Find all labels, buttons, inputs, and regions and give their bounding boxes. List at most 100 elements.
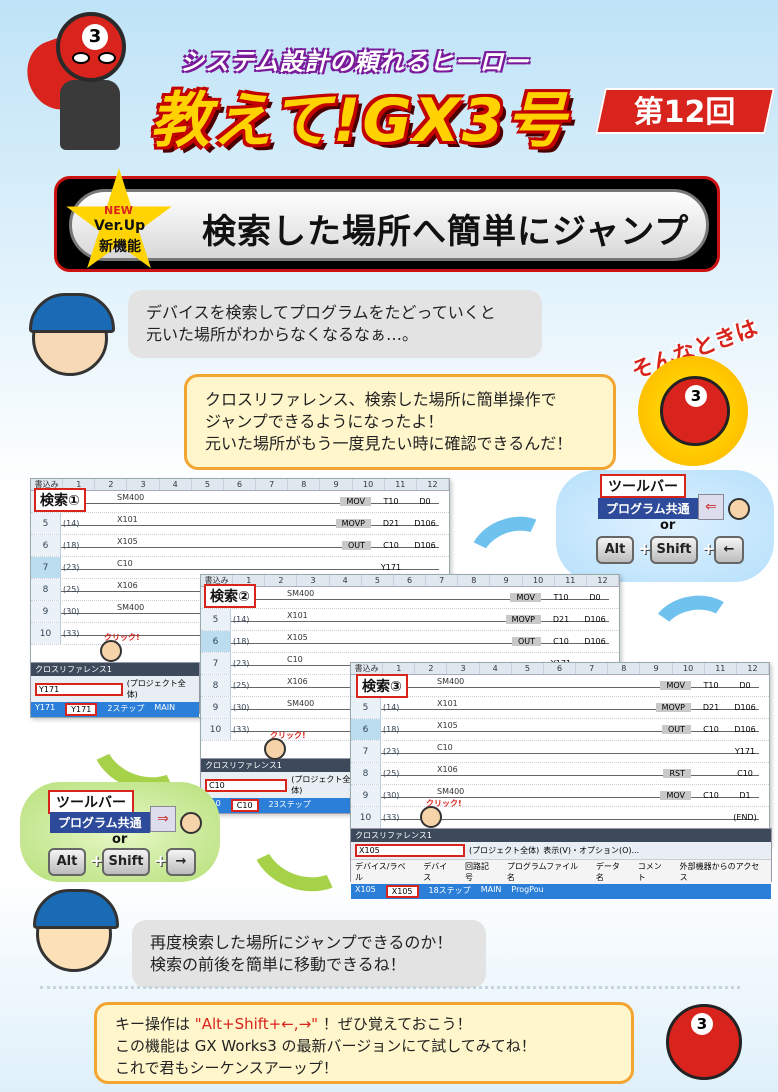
click-hand-icon xyxy=(420,806,442,828)
key-right-arrow: → xyxy=(166,848,196,876)
col: 9 xyxy=(640,663,673,674)
res-cell: MAIN xyxy=(154,703,176,712)
plus-sign: + xyxy=(638,539,652,558)
col: 1 xyxy=(63,479,96,490)
ladder-row[interactable]: 10(33)(END) xyxy=(351,807,769,829)
instruction-operand: D106 xyxy=(584,615,606,624)
gx3-mascot-small: 3 xyxy=(660,376,730,446)
res-cell[interactable]: C10 xyxy=(230,799,259,812)
res-cell[interactable]: X105 xyxy=(385,885,419,898)
res-cell[interactable]: Y171 xyxy=(35,703,56,712)
closing-speech-bubble: キー操作は "Alt+Shift+←,→" ！ぜひ覚えておこう！ この機能は G… xyxy=(94,1002,634,1084)
badge-new: NEW xyxy=(104,204,133,217)
rung: (33)(END) xyxy=(381,807,769,828)
col: 1 xyxy=(233,575,266,586)
contact-label: SM400 xyxy=(437,677,465,686)
shortcut-highlight: "Alt+Shift+←,→" xyxy=(194,1015,319,1033)
gx3-mascot: 3 xyxy=(56,12,126,82)
divider xyxy=(40,986,740,989)
instruction: Y171 xyxy=(663,747,759,756)
contact-label: X106 xyxy=(287,677,308,686)
xref-display-menu[interactable]: 表示(V)・オプション(O)... xyxy=(543,846,640,855)
col: 5 xyxy=(192,479,224,490)
instruction-operand xyxy=(697,769,725,778)
col: 5 xyxy=(512,663,544,674)
jump-forward-icon[interactable]: ⇒ xyxy=(150,806,176,832)
jump-back-icon[interactable]: ⇐ xyxy=(698,494,724,520)
answer-speech-bubble: クロスリファレンス、検索した場所に簡単操作で ジャンプできるようになったよ！ 元… xyxy=(184,374,616,470)
instruction-operand xyxy=(343,563,371,572)
xref-search-input[interactable]: Y171 xyxy=(35,682,123,696)
step-number: (14) xyxy=(383,703,400,712)
click-label: クリック! xyxy=(426,799,462,808)
instruction-operand: T10 xyxy=(703,681,719,690)
closing-line-2: この機能は GX Works3 の最新バージョンにて試してみてね！ xyxy=(115,1037,536,1055)
instruction-operand: MOVP xyxy=(335,519,371,528)
row-number: 7 xyxy=(201,653,231,674)
contact-label: SM400 xyxy=(287,589,315,598)
key-alt: Alt xyxy=(596,536,634,564)
xref-search-input[interactable]: C10 xyxy=(205,778,288,792)
toolbar-forward-program-common[interactable]: プログラム共通 xyxy=(50,812,150,833)
xref-search-input[interactable]: X105 xyxy=(355,844,465,857)
header-title: 教えて!GX3号 xyxy=(150,86,568,156)
col: 11 xyxy=(705,663,737,674)
instruction-operand: C10 xyxy=(703,791,719,800)
res-cell[interactable]: Y171 xyxy=(65,703,98,716)
instruction-operand xyxy=(663,813,691,822)
instruction-operand: C10 xyxy=(737,769,753,778)
ruler: 書込み 1 2 3 4 5 6 7 8 9 10 11 12 xyxy=(351,663,769,675)
row-number: 7 xyxy=(31,557,61,578)
col: 6 xyxy=(544,663,577,674)
row-number: 10 xyxy=(31,623,61,644)
instruction: Y171 xyxy=(343,563,439,572)
col: 3 xyxy=(297,575,330,586)
contact-label: X105 xyxy=(287,633,308,642)
step-number: (33) xyxy=(383,813,400,822)
instruction-operand: MOV xyxy=(340,497,371,506)
contact-label: SM400 xyxy=(117,603,145,612)
instruction-operand: OUT xyxy=(341,541,371,550)
banner-title: 検索した場所へ簡単にジャンプ xyxy=(202,212,690,252)
col: 10 xyxy=(353,479,385,490)
col: 10 xyxy=(673,663,705,674)
worried-line-1: デバイスを検索してプログラムをたどっていくと xyxy=(146,303,496,322)
instruction-operand: RST xyxy=(663,769,691,778)
instruction-operand: MOVP xyxy=(655,703,691,712)
row-number: 5 xyxy=(31,513,61,534)
xref-col: デバイス xyxy=(423,862,448,882)
mascot-footer-number: 3 xyxy=(691,1013,713,1035)
closing-post: ！ぜひ覚えておこう！ xyxy=(322,1015,472,1033)
row-number: 8 xyxy=(201,675,231,696)
write-label: 書込み xyxy=(351,663,384,674)
toolbar-back-program-common[interactable]: プログラム共通 xyxy=(598,498,698,519)
xref-title: クロスリファレンス1 xyxy=(31,663,199,676)
instruction-operand: C10 xyxy=(703,725,719,734)
instruction-operand xyxy=(663,747,691,756)
row-number: 9 xyxy=(201,697,231,718)
res-cell[interactable]: X105 xyxy=(355,885,376,894)
